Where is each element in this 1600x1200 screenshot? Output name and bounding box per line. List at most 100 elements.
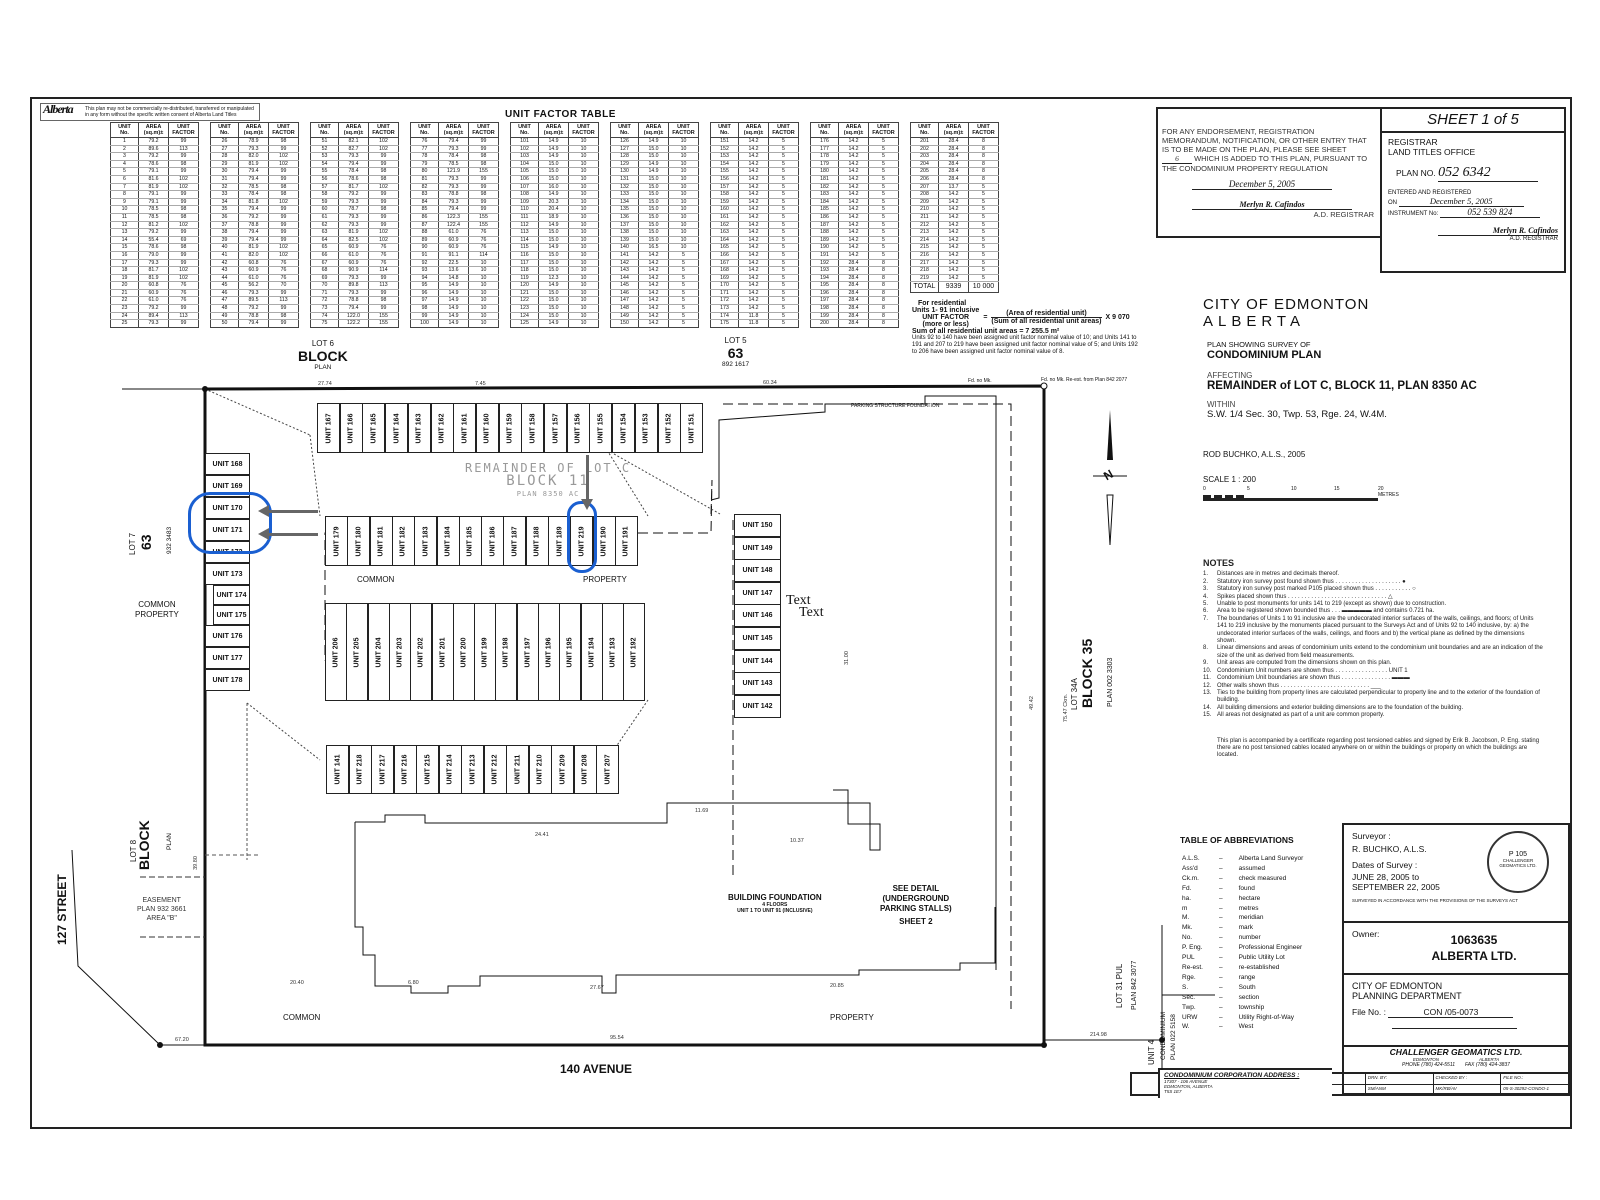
table-cell: 89.8 [338,281,369,290]
notes-list: 1.Distances are in metres and decimals t… [1203,571,1543,719]
table-cell: 14.9 [538,243,569,252]
dates-label: Dates of Survey : [1352,860,1418,870]
table-cell: 39 [210,236,239,245]
table-cell: 102 [268,251,299,260]
table-cell: 99 [468,205,499,214]
table-cell: 99 [468,183,499,192]
table-cell: 76 [168,296,199,306]
table-cell: 16.5 [638,243,669,252]
table-cell: 12.3 [538,274,569,283]
abbreviation-row: Twp.–township [1182,1003,1265,1011]
company-value-cell: SM/ANM [1364,1085,1433,1096]
formula-sum-line: Sum of all residential unit areas = 7 25… [912,328,1060,335]
table-cell: 8 [868,319,899,328]
within-value: S.W. 1/4 Sec. 30, Twp. 53, Rge. 24, W.4M… [1207,409,1387,420]
planning-line2: PLANNING DEPARTMENT [1352,991,1462,1001]
table-cell: 69 [310,274,339,283]
table-cell: 10 [568,198,599,207]
table-cell: 155 [468,213,499,222]
table-cell: 160 [710,205,739,214]
table-cell: 5 [868,205,899,214]
table-cell: 97 [410,296,439,306]
table-cell: 79.1 [138,190,169,199]
table-cell: 81.7 [338,183,369,192]
table-cell: 28.4 [938,167,969,176]
table-cell: 102 [268,160,299,169]
table-cell: 10 [468,259,499,268]
table-cell: 5 [668,251,699,260]
table-cell: 103 [510,152,539,161]
column-header: UNIT FACTOR [968,122,999,138]
table-cell: 5 [110,167,139,176]
table-cell: 99 [468,198,499,207]
table-cell: 15.0 [538,259,569,268]
table-cell: 28.4 [838,296,869,306]
table-cell: 5 [668,259,699,268]
company-province: ALBERTA [1479,1057,1500,1062]
table-cell: 31 [210,175,239,184]
table-cell: 12 [110,221,139,230]
table-cell: 43 [210,266,239,275]
table-cell: 14.2 [738,274,769,283]
table-cell: 61 [310,213,339,222]
table-cell: 28.4 [838,312,869,321]
table-cell: 81.9 [138,274,169,283]
unit-factor-table-title: UNIT FACTOR TABLE [505,109,616,120]
table-cell: 155 [710,167,739,176]
table-cell: 102 [268,243,299,252]
table-cell: 79.3 [438,183,469,192]
table-cell: 79.4 [238,236,269,245]
table-cell: 14.2 [738,145,769,154]
planning-line1: CITY OF EDMONTON [1352,981,1443,991]
table-cell: 79.4 [438,137,469,146]
table-cell: 102 [368,183,399,192]
table-cell: 24 [110,312,139,321]
table-cell: 203 [910,152,939,161]
table-cell: 14.2 [638,319,669,328]
table-cell: 50 [210,319,239,328]
abbreviation-row: W.–West [1182,1023,1254,1031]
table-cell: 77 [410,145,439,154]
table-cell: 28.4 [838,266,869,275]
table-cell: 113 [510,228,539,237]
table-cell: 114 [468,251,499,260]
table-cell: 121.9 [438,167,469,176]
table-cell: 14.2 [738,281,769,290]
table-cell: 99 [368,274,399,283]
table-cell: 79.4 [338,160,369,169]
endorsement-sheet-no: 6 [1162,154,1192,164]
table-cell: 10 [568,236,599,245]
table-cell: 9 [110,198,139,207]
table-cell: 118 [510,266,539,275]
table-cell: 78.8 [338,296,369,306]
table-cell: 60.9 [438,236,469,245]
registered-date: December 5, 2005 [1398,196,1524,207]
table-cell: 15.0 [638,175,669,184]
table-cell: 165 [710,243,739,252]
table-cell: 82.0 [238,251,269,260]
table-cell: 14.2 [838,152,869,161]
table-cell: 14.2 [838,236,869,245]
table-cell: 14.9 [438,281,469,290]
table-cell: 30 [210,167,239,176]
table-cell: 59 [310,198,339,207]
